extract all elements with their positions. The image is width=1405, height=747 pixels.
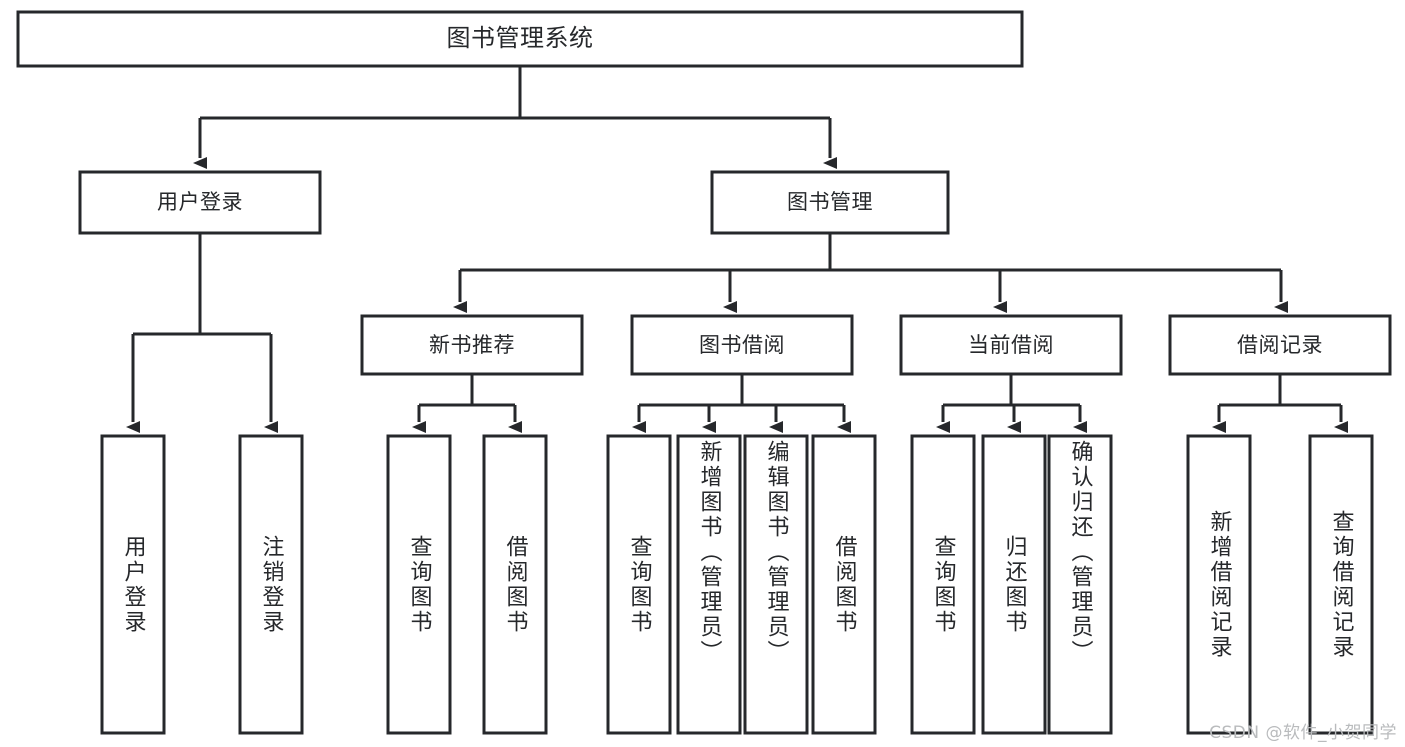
node-box-leaf-edit-book[interactable] — [743, 434, 809, 735]
node-box-leaf-add-book[interactable] — [676, 434, 742, 735]
node-box-leaf-confirm-return[interactable] — [1047, 434, 1113, 735]
node-box-leaf-borrow-book-1[interactable] — [482, 434, 548, 735]
node-box-leaf-user-logout[interactable] — [238, 434, 304, 735]
connector-group-new-book-recommend — [412, 374, 522, 433]
node-box-user-login[interactable] — [78, 170, 322, 235]
connector-group-book-manage — [453, 233, 1288, 313]
node-box-leaf-return-book[interactable] — [981, 434, 1047, 735]
connector-group-user-login — [126, 233, 278, 433]
node-box-current-borrow[interactable] — [899, 314, 1123, 376]
node-box-leaf-query-book-3[interactable] — [910, 434, 976, 735]
node-box-leaf-borrow-book-2[interactable] — [811, 434, 877, 735]
connector-group-book-borrow — [632, 374, 851, 433]
node-box-leaf-query-book-2[interactable] — [606, 434, 672, 735]
csdn-watermark: CSDN @软件_小贺同学 — [1209, 723, 1397, 743]
node-box-leaf-query-book-1[interactable] — [386, 434, 452, 735]
node-box-new-book-recommend[interactable] — [360, 314, 584, 376]
node-box-root[interactable] — [16, 10, 1024, 68]
node-box-leaf-query-record[interactable] — [1308, 434, 1374, 735]
connector-group-current-borrow — [936, 374, 1087, 433]
connector-group-borrow-record — [1212, 374, 1348, 433]
node-box-book-manage[interactable] — [710, 170, 950, 235]
node-box-book-borrow[interactable] — [630, 314, 854, 376]
node-box-leaf-add-record[interactable] — [1186, 434, 1252, 735]
node-box-borrow-record[interactable] — [1168, 314, 1392, 376]
node-box-leaf-user-login[interactable] — [100, 434, 166, 735]
connector-group-root — [193, 66, 837, 169]
